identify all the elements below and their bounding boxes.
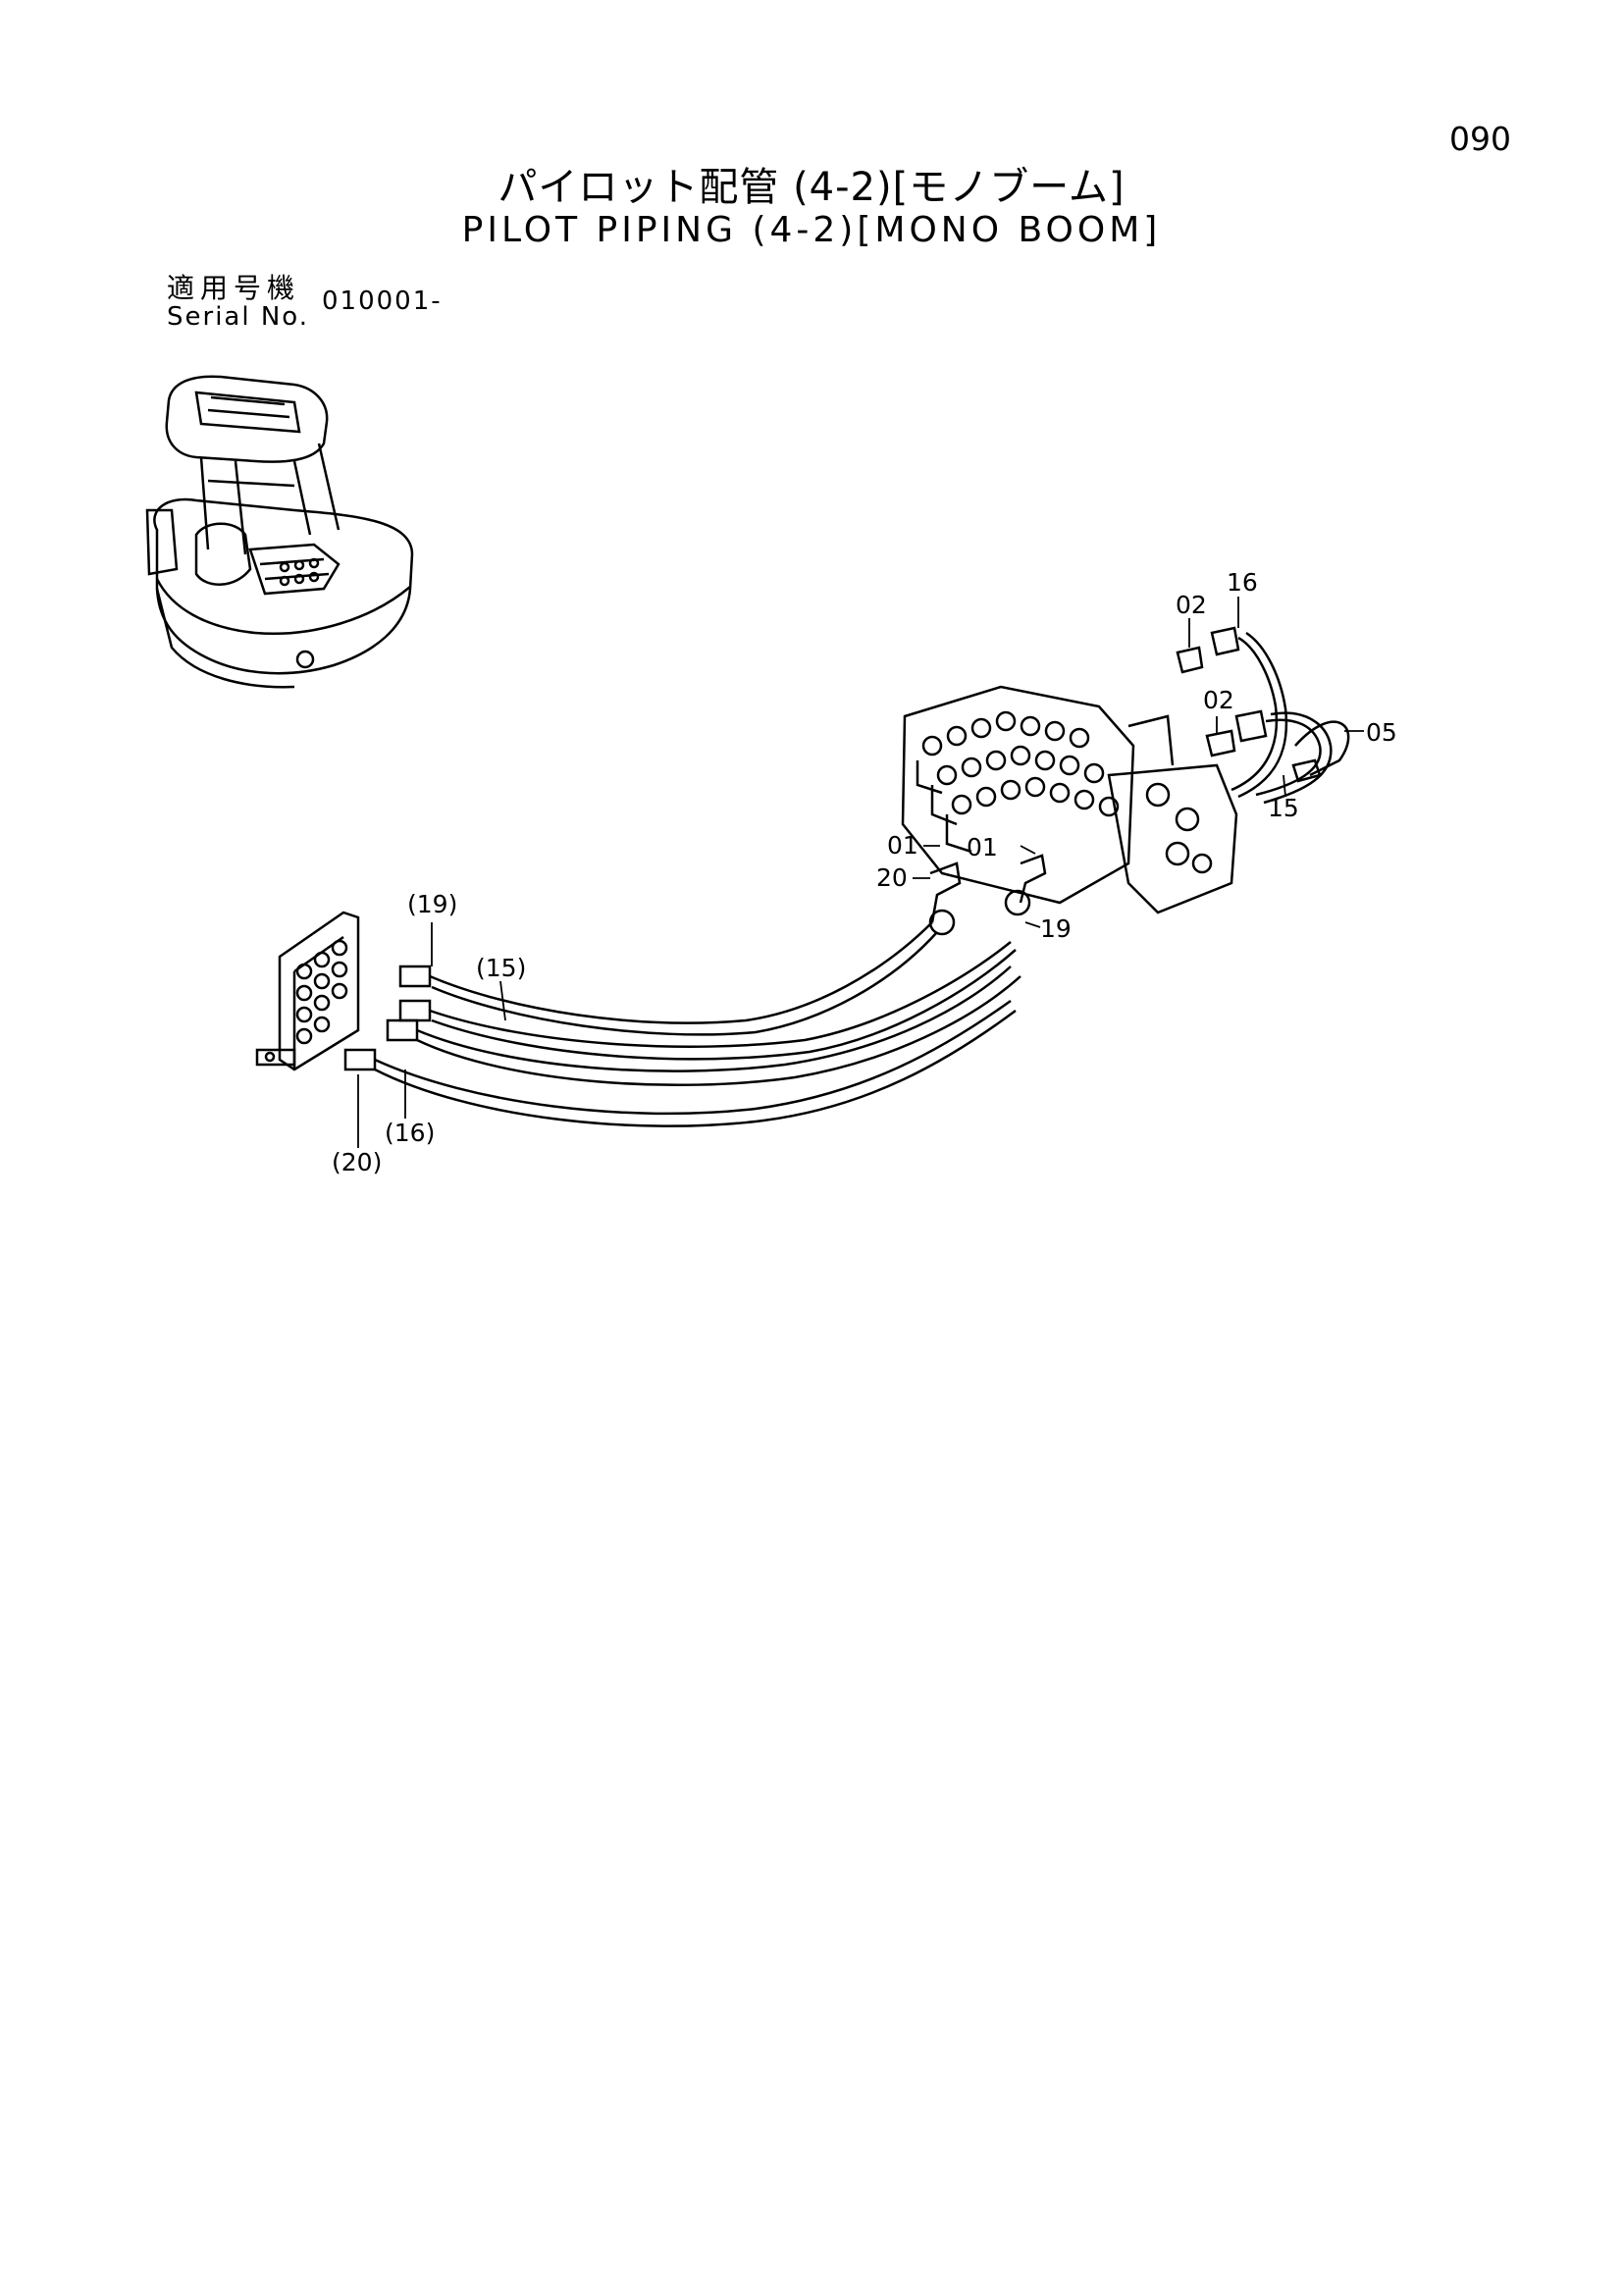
callout-15: 15 [1268,794,1299,822]
callout-05: 05 [1366,718,1397,747]
callout-20-ref: (20) [332,1148,382,1176]
callout-15-ref: (15) [476,954,526,982]
callout-19: 19 [1040,914,1072,943]
callout-19-ref: (19) [407,890,457,918]
callout-01-left: 01 [887,831,918,860]
page-number: 090 [1449,120,1511,158]
serial-number-value: 010001- [322,287,443,316]
callout-16-ref: (16) [385,1119,435,1147]
callout-20: 20 [876,863,908,892]
callout-02-upper: 02 [1176,591,1207,619]
page-title-japanese: パイロット配管 (4-2)[モノブーム] [497,165,1126,210]
page-title-english: PILOT PIPING (4-2)[MONO BOOM] [461,210,1162,250]
serial-label-english: Serial No. [167,302,309,332]
serial-label-japanese: 適用号機 [167,272,301,304]
callout-02-lower: 02 [1203,686,1234,714]
callout-01-right: 01 [967,833,998,861]
callout-16: 16 [1227,568,1258,597]
